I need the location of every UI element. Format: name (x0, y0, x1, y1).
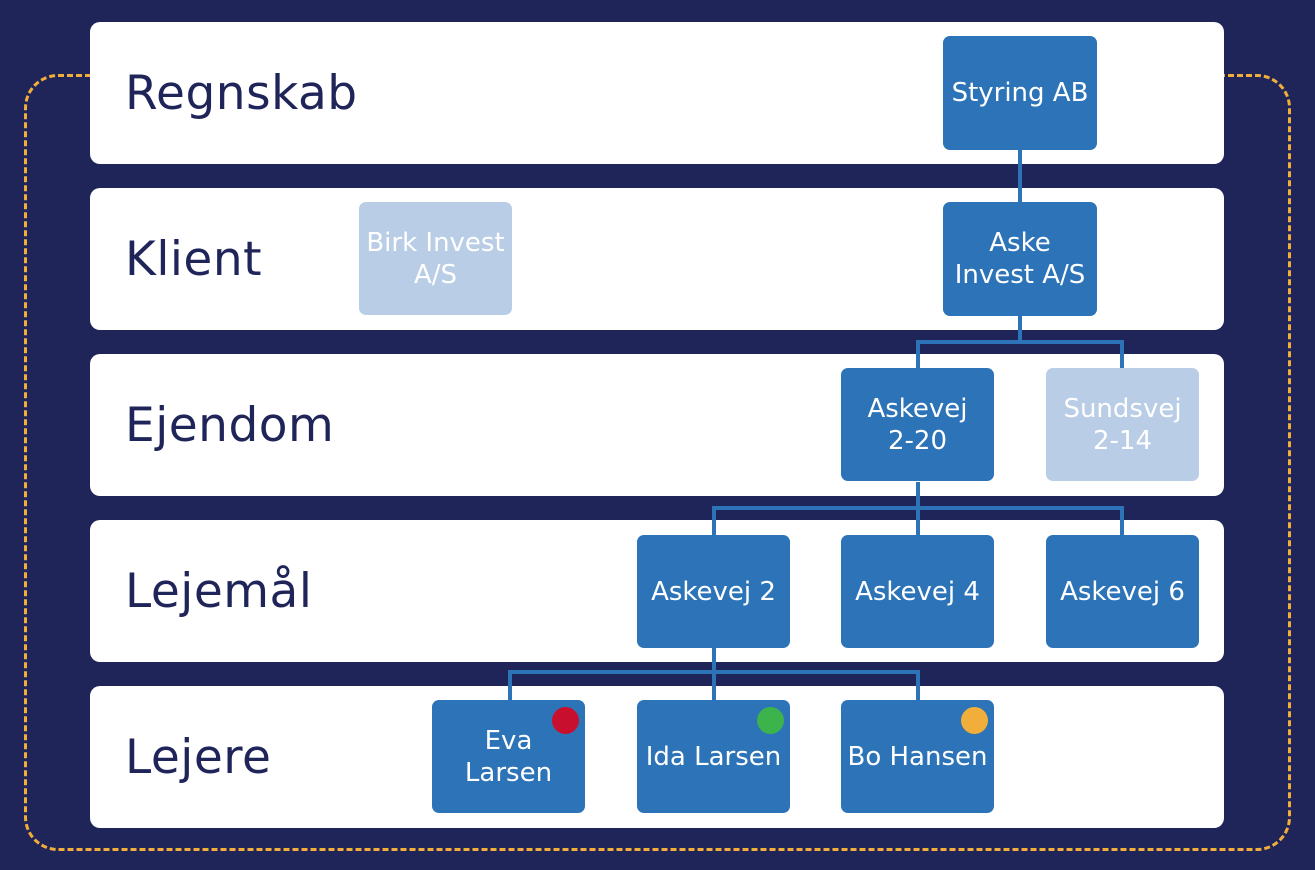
node-askevej-4[interactable]: Askevej 4 (841, 535, 994, 648)
node-askevej-2-20[interactable]: Askevej 2-20 (841, 368, 994, 481)
node-bo-hansen[interactable]: Bo Hansen (841, 700, 994, 813)
tenant-name: Eva Larsen (464, 725, 553, 788)
level-label-regnskab: Regnskab (125, 65, 358, 121)
status-dot-red (552, 707, 579, 734)
tenant-name: Ida Larsen (645, 741, 782, 772)
node-askevej-2[interactable]: Askevej 2 (637, 535, 790, 648)
node-birk-invest[interactable]: Birk Invest A/S (359, 202, 512, 315)
node-styring-ab[interactable]: Styring AB (943, 36, 1097, 150)
node-aske-invest[interactable]: Aske Invest A/S (943, 202, 1097, 316)
node-askevej-6[interactable]: Askevej 6 (1046, 535, 1199, 648)
level-band-ejendom: Ejendom (90, 354, 1224, 496)
level-label-lejemaal: Lejemål (125, 563, 313, 619)
node-eva-larsen[interactable]: Eva Larsen (432, 700, 585, 813)
status-dot-orange (961, 707, 988, 734)
node-ida-larsen[interactable]: Ida Larsen (637, 700, 790, 813)
level-label-ejendom: Ejendom (125, 397, 335, 453)
status-dot-green (757, 707, 784, 734)
node-sundsvej-2-14[interactable]: Sundsvej 2-14 (1046, 368, 1199, 481)
level-label-lejere: Lejere (125, 729, 272, 785)
level-label-klient: Klient (125, 231, 263, 287)
tenant-name: Bo Hansen (847, 741, 988, 772)
